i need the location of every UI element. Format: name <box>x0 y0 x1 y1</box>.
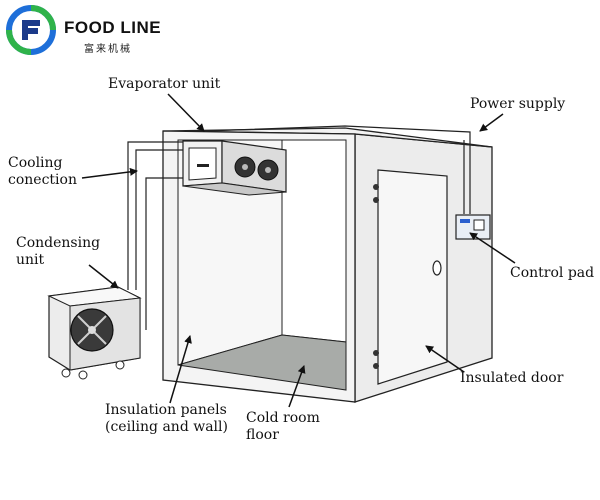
brand-subtitle: 富来机械 <box>84 44 132 55</box>
condensing-unit-fan-icon <box>70 308 114 352</box>
label-power-supply: Power supply <box>470 96 566 112</box>
callout-arrows <box>81 93 516 408</box>
label-control-pad: Control pad <box>510 265 595 281</box>
label-cold-room-floor-line2: floor <box>246 427 279 443</box>
label-insulation-panels-line2: (ceiling and wall) <box>105 419 228 435</box>
insulated-door <box>377 169 448 385</box>
label-cooling-connection-line1: Cooling <box>8 155 63 171</box>
evaporator-fan-icon <box>234 156 279 181</box>
cooling-connection-lines <box>127 125 471 330</box>
label-condensing-unit-line1: Condensing <box>16 235 101 251</box>
control-pad-icon <box>455 214 491 240</box>
label-insulated-door: Insulated door <box>460 370 564 386</box>
evaporator-unit <box>182 140 287 196</box>
label-cold-room-floor-line1: Cold room <box>246 410 320 426</box>
label-condensing-unit-line2: unit <box>16 252 45 268</box>
interior-back-wall <box>281 139 347 343</box>
label-insulation-panels-line1: Insulation panels <box>105 402 227 418</box>
label-cooling-connection-line2: conection <box>8 172 77 188</box>
food-line-logo-icon <box>6 5 56 55</box>
brand-name: FOOD LINE <box>64 18 162 37</box>
label-evaporator-unit: Evaporator unit <box>108 76 221 92</box>
door-handle <box>432 260 442 276</box>
condensing-unit <box>47 286 142 380</box>
